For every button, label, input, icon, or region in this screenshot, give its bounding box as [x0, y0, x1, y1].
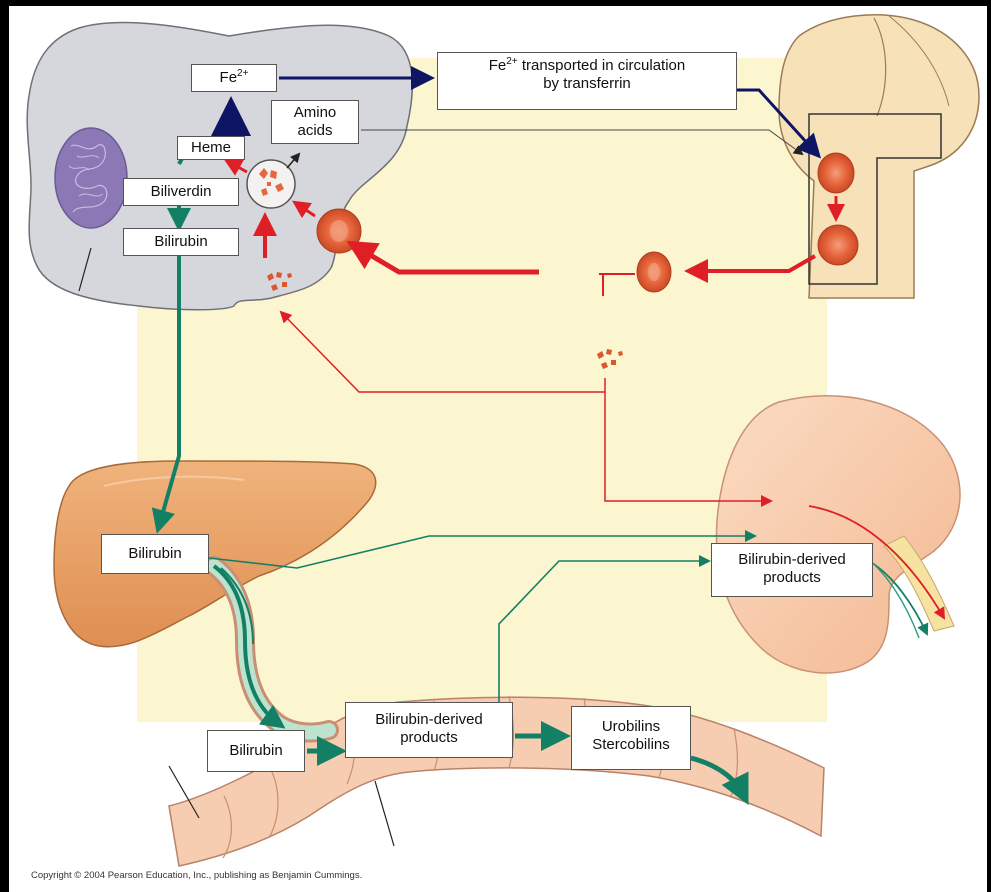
label-bilirubin-liver: Bilirubin [101, 534, 209, 574]
label-biliverdin-text: Biliverdin [151, 183, 212, 200]
bone-illustration [779, 15, 979, 298]
label-amino-line2: acids [272, 122, 358, 140]
label-fe2-text: Fe [220, 69, 238, 86]
macrophage-nucleus [55, 128, 127, 228]
label-kidney-products-line1: Bilirubin-derived [712, 551, 872, 569]
label-bilirubin-intestine: Bilirubin [207, 730, 305, 772]
diagram-frame: Fe2+ Fe2+ transported in circulation by … [9, 6, 987, 892]
label-fe-transport-sup: 2+ [506, 56, 517, 67]
label-fe-transport: Fe2+ transported in circulation by trans… [437, 52, 737, 110]
label-fe2: Fe2+ [191, 64, 277, 92]
intestine-pointer-line-right [375, 781, 394, 846]
label-kidney-products: Bilirubin-derived products [711, 543, 873, 597]
label-amino-line1: Amino [272, 104, 358, 122]
label-fe-transport-line2: by transferrin [438, 75, 736, 93]
copyright-notice: Copyright © 2004 Pearson Education, Inc.… [31, 870, 362, 881]
label-kidney-products-line2: products [712, 569, 872, 587]
label-intestine-products-line2: products [346, 729, 512, 747]
label-bilirubin-macrophage: Bilirubin [123, 228, 239, 256]
label-heme-text: Heme [191, 139, 231, 156]
label-bilirubin-liver-text: Bilirubin [128, 545, 181, 562]
label-fe-transport-fe: Fe [489, 57, 507, 74]
label-fe2-sup: 2+ [237, 68, 248, 79]
kidney [716, 396, 960, 673]
label-intestine-products: Bilirubin-derived products [345, 702, 513, 758]
rbc-bone-2 [818, 225, 858, 265]
label-fe-transport-line1: Fe2+ transported in circulation [438, 57, 736, 75]
rbc-bone-1 [818, 153, 854, 193]
diagram-artwork [9, 6, 987, 892]
label-urobilins: Urobilins Stercobilins [571, 706, 691, 770]
label-biliverdin: Biliverdin [123, 178, 239, 206]
label-heme: Heme [177, 136, 245, 160]
label-fe-transport-rest: transported in circulation [518, 57, 686, 74]
label-stercobilins-line: Stercobilins [572, 736, 690, 754]
label-urobilins-line: Urobilins [572, 718, 690, 736]
label-amino-acids: Amino acids [271, 100, 359, 144]
label-bilirubin-macrophage-text: Bilirubin [154, 233, 207, 250]
label-intestine-products-line1: Bilirubin-derived [346, 711, 512, 729]
label-bilirubin-intestine-text: Bilirubin [229, 742, 282, 759]
